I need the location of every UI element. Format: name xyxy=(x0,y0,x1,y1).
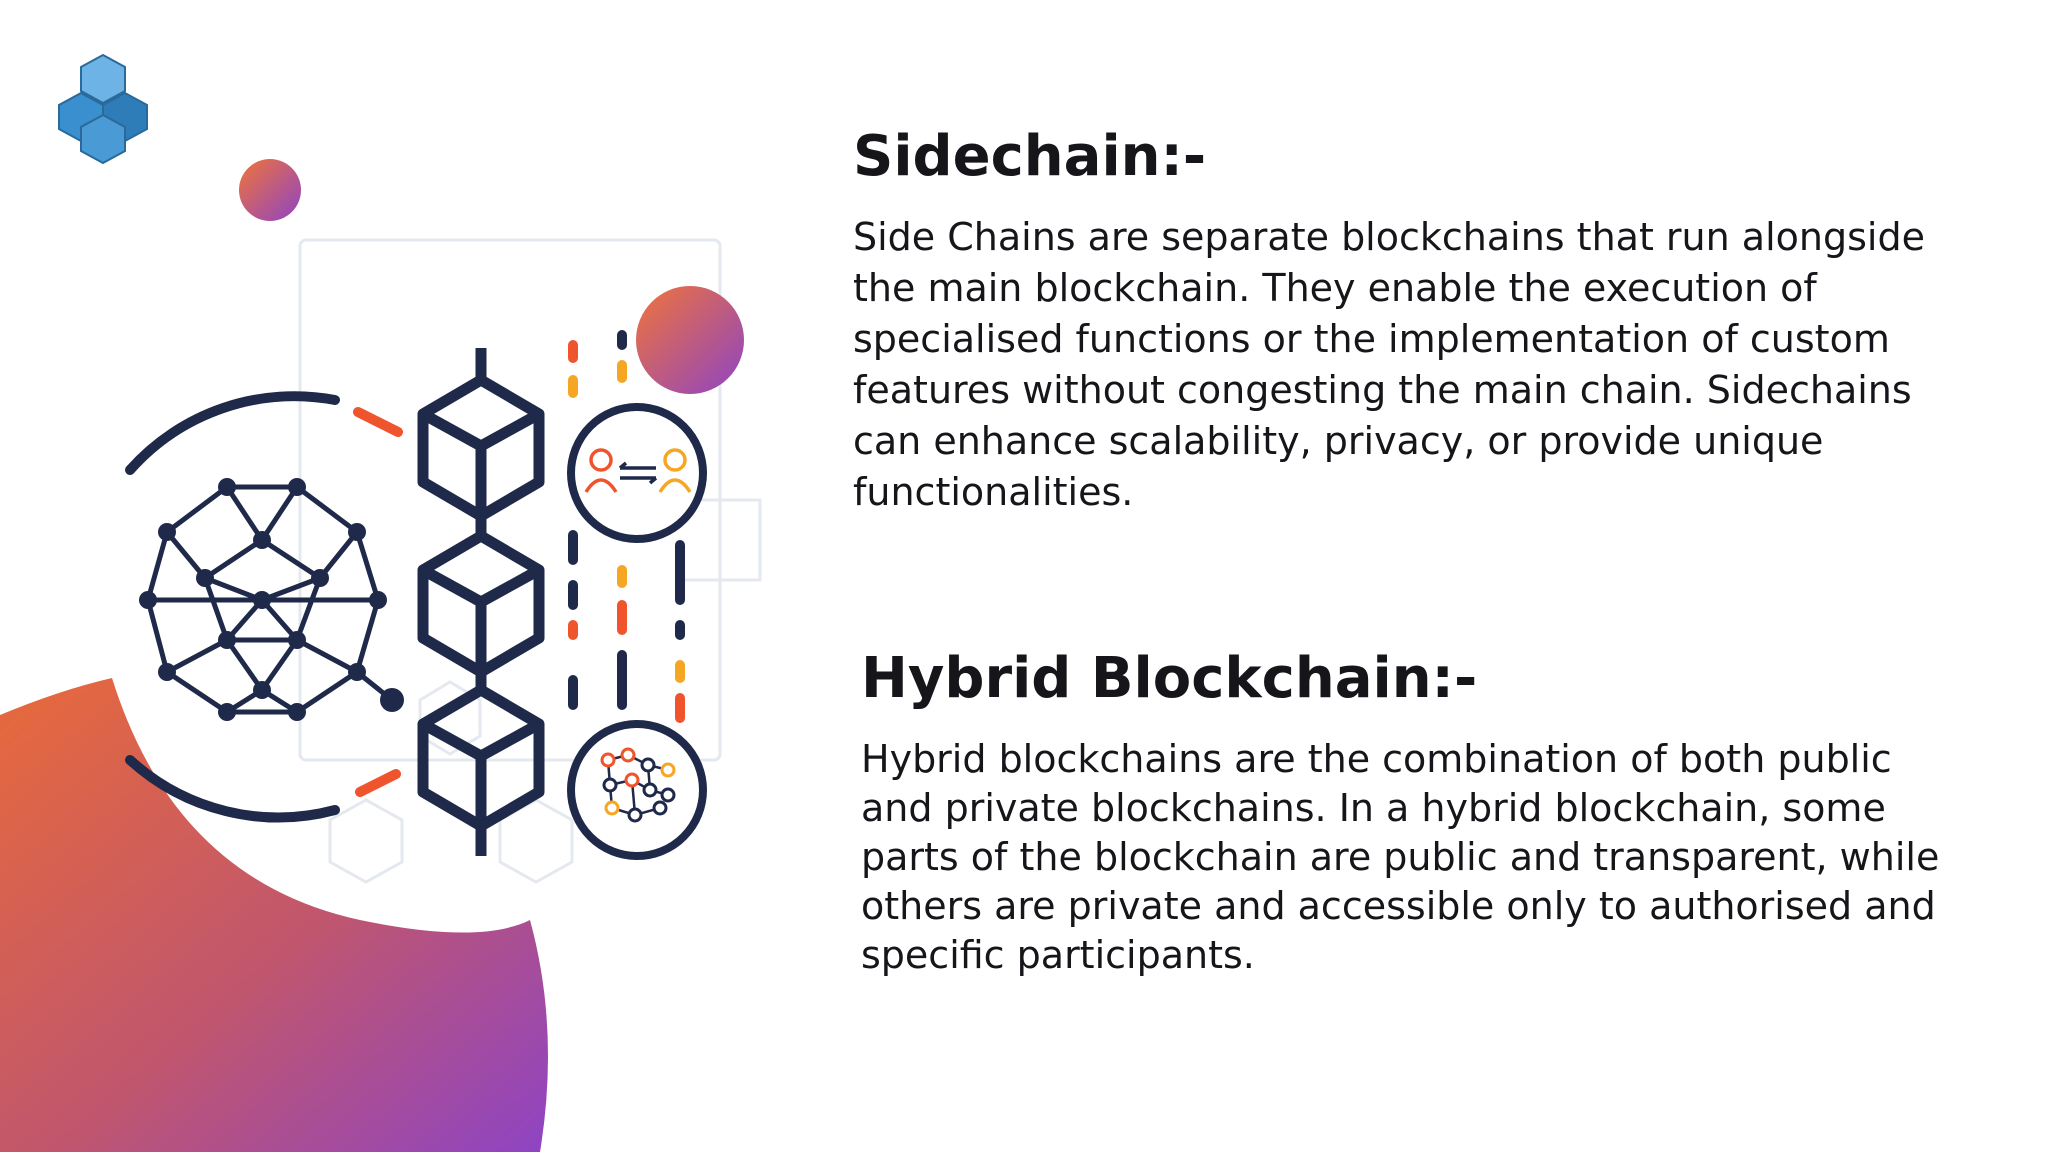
faint-network-background xyxy=(298,238,762,884)
sidechain-description: Side Chains are separate blockchains tha… xyxy=(853,215,1925,514)
peer-exchange-icon xyxy=(567,403,707,543)
hexagon-chain-icon xyxy=(417,348,545,856)
blockchain-cubes-logo-icon xyxy=(58,53,148,165)
dashed-connectors xyxy=(568,330,685,723)
sidechain-title: Sidechain:- xyxy=(853,124,1207,189)
gradient-blob xyxy=(0,678,548,1152)
gradient-dot-large xyxy=(636,286,744,394)
ring-accent-dashes xyxy=(353,407,403,797)
gradient-dot-small xyxy=(239,159,301,221)
sphere-nodes xyxy=(139,478,404,721)
hybrid-blockchain-title: Hybrid Blockchain:- xyxy=(861,646,1478,711)
node-network-icon xyxy=(567,720,707,860)
sphere-ring xyxy=(125,391,340,823)
hybrid-blockchain-description: Hybrid blockchains are the combination o… xyxy=(861,737,1940,977)
